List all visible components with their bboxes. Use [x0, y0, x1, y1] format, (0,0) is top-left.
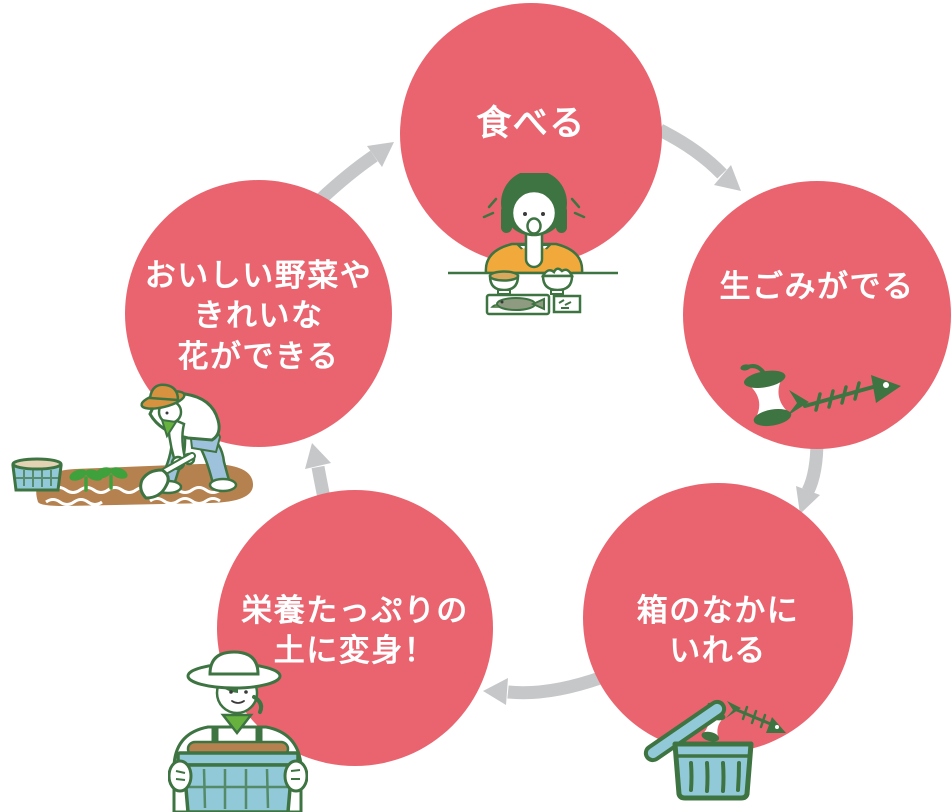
digging-farmer [139, 383, 238, 500]
step-label-line: おいしい野菜や [144, 258, 373, 294]
step-circle-soil: 栄養たっぷりの 土に変身！ [217, 490, 493, 766]
step-circle-grow: おいしい野菜や きれいな 花ができる [125, 180, 392, 447]
step-label-line: きれいな [193, 298, 324, 334]
step-label-line: 栄養たっぷりの [241, 592, 469, 628]
bin-lid [643, 699, 727, 763]
step-circle-waste: 生ごみがでる [683, 181, 951, 449]
step-label-line: いれる [669, 633, 767, 668]
step-label-line: 土に変身！ [273, 633, 437, 668]
compost-bin-icon [643, 699, 786, 801]
sparkle-lines-icon [482, 197, 586, 219]
woman-head [501, 173, 567, 237]
arrow-box-to-soil [483, 671, 603, 705]
falling-fishbone-icon [726, 701, 786, 733]
arrow-soil-to-grow [305, 443, 331, 500]
step-label-line: 花ができる [177, 338, 340, 374]
farmer-holding-crate-icon [168, 650, 308, 812]
woman-eating-icon [448, 173, 618, 319]
seedling-crate [11, 457, 63, 492]
farmer-hat [186, 650, 282, 690]
farmer-digging-icon [11, 383, 254, 506]
soil-crate [176, 740, 300, 812]
step-label-grow: おいしい野菜や きれいな 花ができる [145, 256, 373, 377]
apple-core-icon [740, 364, 792, 427]
step-label-eat: 食べる [476, 101, 586, 147]
step-label-line: 生ごみがでる [719, 268, 915, 304]
arrow-grow-to-eat [315, 142, 394, 205]
farmer-hands [168, 759, 308, 793]
rice-bowl-icon [540, 267, 574, 295]
step-label-line: 箱のなかに [636, 592, 800, 628]
side-dish-icon [552, 294, 582, 314]
arrow-eat-to-waste [657, 124, 741, 191]
sprout-icon [69, 467, 128, 492]
step-label-waste: 生ごみがでる [720, 267, 915, 307]
fishbone-icon [787, 375, 901, 416]
bin-body [672, 741, 754, 801]
arrow-waste-to-box [796, 439, 824, 514]
step-label-line: 食べる [476, 104, 586, 144]
step-label-box: 箱のなかに いれる [637, 591, 800, 672]
step-label-soil: 栄養たっぷりの 土に変身！ [241, 591, 469, 672]
food-scraps-icon [740, 364, 901, 427]
miso-soup-bowl-icon [488, 270, 520, 295]
grilled-fish-plate-icon [485, 293, 551, 316]
